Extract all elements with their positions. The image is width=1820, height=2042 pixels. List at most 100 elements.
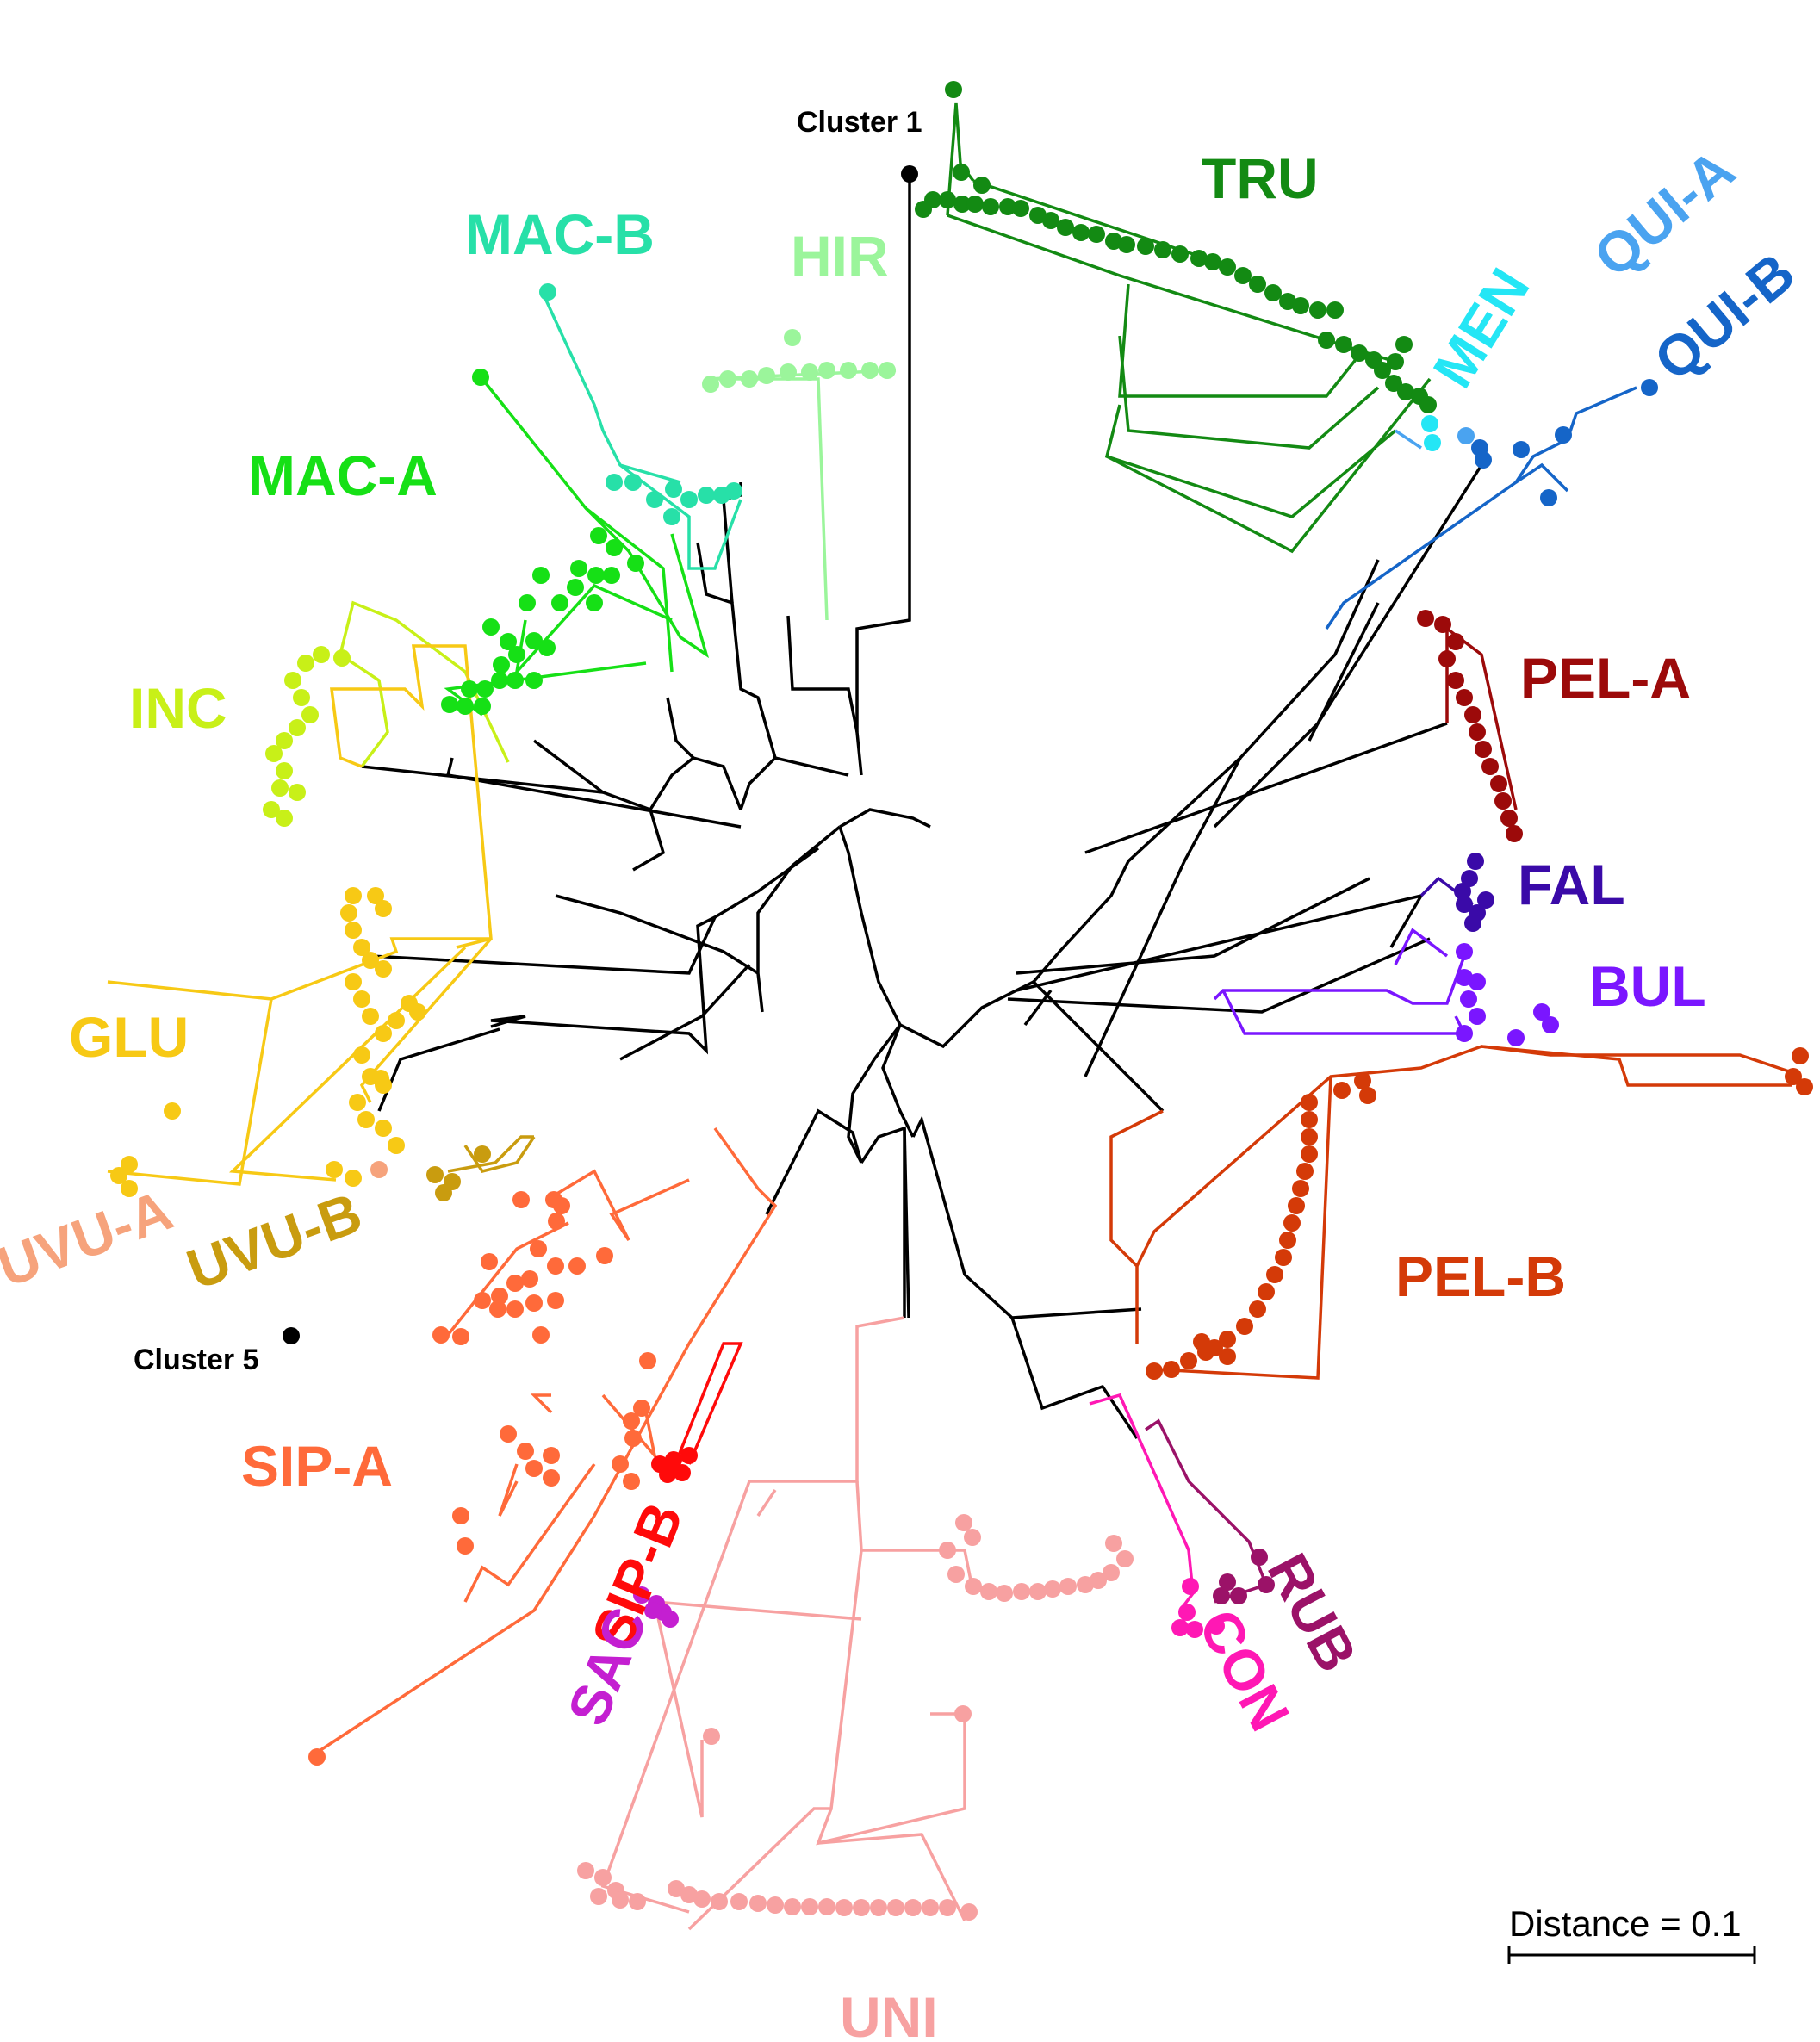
tip-glu [353, 990, 370, 1008]
tip-mac-a [457, 698, 474, 715]
tip-tru [999, 198, 1016, 215]
tip-tru [1397, 383, 1414, 400]
tip-glu [375, 900, 392, 917]
tip-tru [1057, 219, 1074, 236]
tip-tru [1335, 336, 1352, 353]
branch-con [1089, 1393, 1195, 1612]
tip-mac-a [532, 567, 550, 584]
clade-label-mac-a: MAC-A [248, 444, 438, 507]
tip-hir [758, 367, 775, 384]
tip-dots [110, 81, 1813, 1921]
tip-pel-a [1481, 758, 1499, 775]
tip-mac-a [570, 560, 587, 577]
tip-tru [1042, 212, 1059, 229]
tip-sip-a [525, 1294, 543, 1312]
branch-mac-a [514, 583, 673, 677]
backbone-branches [361, 174, 1483, 1439]
branch-bul [1213, 955, 1466, 1005]
tip-glu [353, 939, 370, 956]
tip-mac-b [698, 487, 715, 504]
branch-sip-a [463, 1462, 596, 1603]
tip-sip-a [568, 1257, 586, 1275]
branch-tru [1118, 283, 1363, 398]
tip-mac-b [680, 491, 698, 508]
tip-mac-b [646, 491, 663, 508]
branch-glu [359, 937, 493, 1103]
tip-bul [1469, 1008, 1486, 1025]
tip-glu [409, 1003, 426, 1021]
tip-uni [577, 1862, 594, 1879]
tip-inc [289, 784, 306, 801]
tip-mac-a [587, 567, 605, 584]
tip-pel-b [1301, 1111, 1318, 1128]
scale-bar-label: Distance = 0.1 [1509, 1903, 1742, 1944]
tip-qui-b [1555, 426, 1572, 444]
tip-pel-a [1438, 650, 1456, 667]
tip-tru [1419, 396, 1437, 413]
backbone-branch [903, 1127, 910, 1319]
tip-pel-a [1434, 616, 1451, 633]
tip-tru [982, 198, 999, 215]
tip-uni [784, 1898, 801, 1915]
tip-sip-a [530, 1240, 547, 1257]
backbone-branch [855, 174, 911, 776]
tip-tru [939, 191, 956, 208]
branch-sip-b [670, 1342, 743, 1474]
tip-tru [1190, 250, 1208, 267]
tip-uni [749, 1895, 767, 1912]
backbone-branch [911, 1115, 966, 1275]
tip-pel-b [1301, 1145, 1318, 1163]
tip-glu [345, 973, 362, 990]
branch-uni [855, 1480, 975, 1594]
clade-branches [107, 102, 1792, 1931]
branch-tru [1118, 335, 1380, 450]
clade-label-inc: INC [129, 676, 227, 740]
tip-glu [375, 960, 392, 978]
branch-pel-b [1135, 1045, 1792, 1267]
tip-tru [1154, 241, 1171, 258]
tip-sac [633, 1586, 650, 1604]
tip-uni [1116, 1550, 1134, 1567]
branch-sip-a [530, 1393, 553, 1414]
tip-tru [1088, 226, 1105, 243]
tip-hir [879, 362, 896, 379]
tip-sac [662, 1611, 679, 1628]
backbone-branch [739, 756, 849, 810]
tip-mac-a [525, 672, 543, 689]
branch-uvu-b [463, 1136, 536, 1173]
backbone-branch [619, 963, 751, 1061]
tip-sip-a [633, 1400, 650, 1417]
tip-mac-a [491, 672, 508, 689]
tip-uni [955, 1514, 972, 1531]
tip-tru [1137, 238, 1154, 255]
backbone-branch [1023, 989, 1053, 1027]
clade-label-uvu-b: UVU-B [178, 1180, 370, 1301]
tip-glu [353, 1046, 370, 1064]
branch-sip-a [498, 1463, 519, 1517]
tip-glu [121, 1156, 138, 1173]
branch-uni [817, 1833, 966, 1921]
tip-qui-b [1540, 489, 1557, 506]
tip-sip-a [432, 1326, 450, 1344]
backbone-branch [490, 915, 716, 1055]
tip-glu [388, 1137, 405, 1154]
tip-pel-b [1296, 1163, 1314, 1180]
branch-uni [756, 1489, 777, 1517]
tip-mac-b [665, 481, 682, 498]
backbone-branch [361, 765, 604, 794]
tip-glu [345, 922, 362, 939]
tip-inc [271, 779, 289, 797]
backbone-branch [1010, 1317, 1139, 1439]
tip-uni [801, 1898, 818, 1915]
tip-tru [1374, 362, 1391, 379]
tip-uni [939, 1899, 956, 1916]
tip-tru [1351, 344, 1368, 362]
tip-pel-a [1447, 672, 1464, 689]
branch-mac-a [584, 506, 674, 673]
backbone-branch [756, 825, 842, 1013]
tip-sip-a [452, 1328, 469, 1345]
tip-tru [1309, 301, 1326, 319]
tip-mac-a [441, 696, 458, 713]
